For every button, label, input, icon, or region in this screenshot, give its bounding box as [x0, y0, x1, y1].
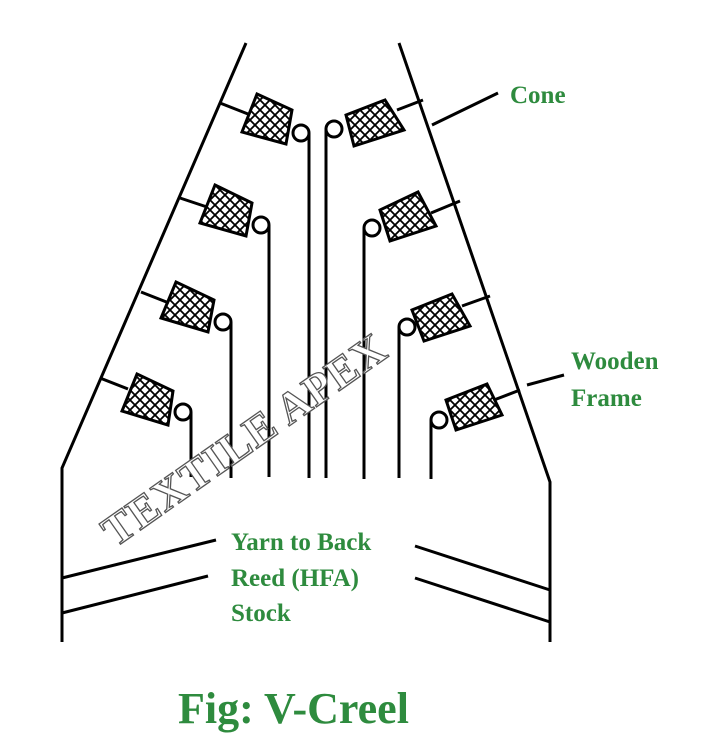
frame-right-side: [397, 42, 552, 642]
yarn-line-left-2: [61, 574, 209, 615]
cone-left-4: [99, 371, 193, 477]
wooden-frame-label-line1: Wooden: [571, 348, 659, 375]
wooden-frame-label-line2: Frame: [571, 385, 642, 412]
cone-left-2: [179, 182, 271, 477]
yarn-label-line2: Reed (HFA): [231, 565, 359, 592]
cone-right-3: [397, 292, 491, 478]
yarn-line-left-1: [61, 538, 217, 580]
cone-label: Cone: [510, 82, 566, 109]
watermark-text: TEXTILE APEX: [93, 323, 396, 556]
wooden-frame-leader-line: [526, 373, 565, 387]
cone-right-2: [362, 190, 461, 479]
yarn-line-right-1: [414, 544, 551, 592]
yarn-line-right-2: [414, 576, 551, 624]
yarn-label-line1: Yarn to Back: [231, 529, 371, 556]
cone-leader-line: [431, 91, 499, 127]
wooden-frame: [60, 42, 565, 642]
cone-left-3: [140, 279, 233, 478]
cone-left-1: [219, 91, 311, 478]
figure-caption: Fig: V-Creel: [178, 684, 409, 733]
cone-right-4: [429, 382, 521, 479]
cone-right-1: [324, 98, 424, 478]
yarn-label-line3: Stock: [231, 600, 291, 627]
frame-left-side: [60, 42, 248, 642]
